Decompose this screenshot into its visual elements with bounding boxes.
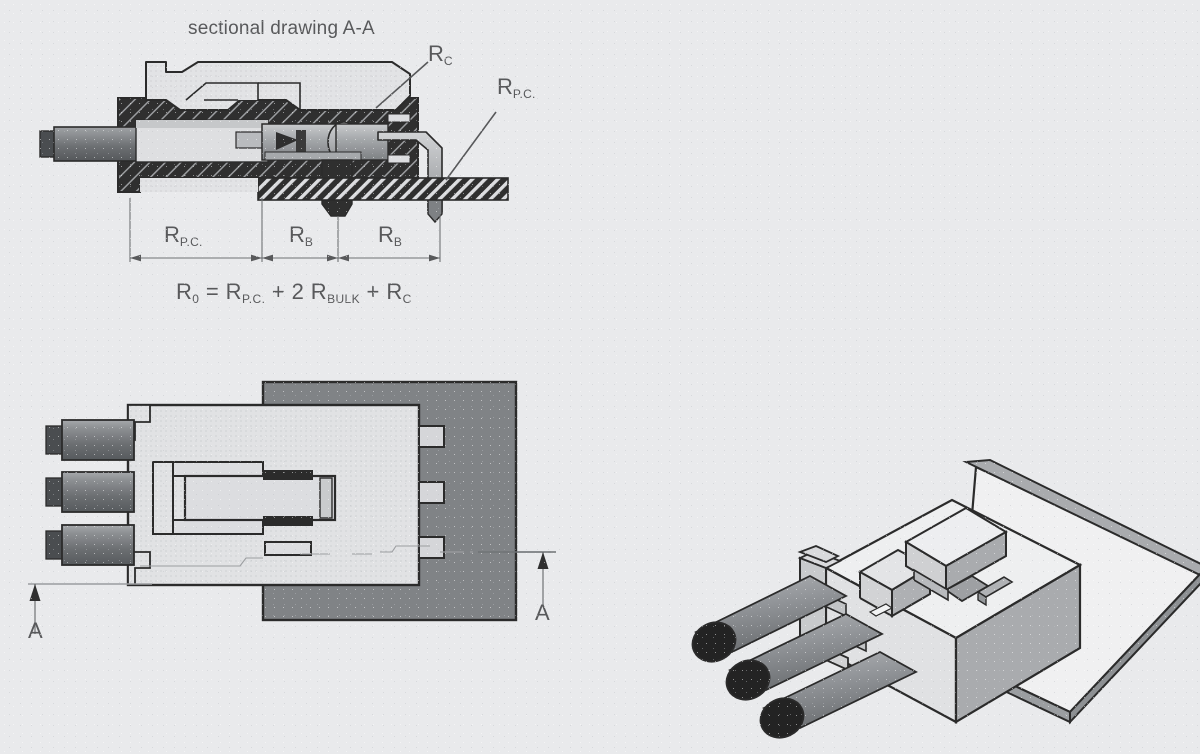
dim-rpc-base: R bbox=[164, 222, 180, 247]
dimension-lines-section bbox=[129, 198, 441, 262]
dim-rpc-sub: P.C. bbox=[179, 235, 203, 249]
section-view-graphic bbox=[39, 61, 509, 262]
plan-wire-3 bbox=[45, 524, 135, 566]
dimension-label-rpc: RP.C. bbox=[164, 222, 203, 249]
dim-rb1-base: R bbox=[289, 222, 305, 247]
section-marker-left: A bbox=[28, 618, 43, 643]
plan-solder-tabs bbox=[418, 425, 445, 559]
formula-r0-base: R bbox=[176, 279, 193, 304]
formula-rc-base: R bbox=[386, 279, 403, 304]
dimension-arrowheads-section bbox=[130, 254, 440, 262]
dimension-label-rb-1: RB bbox=[289, 222, 314, 249]
formula-equals: = bbox=[199, 279, 226, 304]
formula-rpc-sub: P.C. bbox=[241, 292, 266, 306]
shell-windows-section bbox=[387, 113, 411, 164]
iso-wire-1 bbox=[691, 574, 848, 663]
contact-crimp-section bbox=[135, 119, 281, 163]
isometric-view-graphic bbox=[691, 458, 1200, 739]
rc-sub: C bbox=[443, 54, 453, 68]
leader-label-rpc: RP.C. bbox=[497, 74, 536, 101]
formula-rbulk-sub: BULK bbox=[327, 292, 361, 306]
pcb-board-section bbox=[257, 177, 509, 201]
iso-wire-2 bbox=[725, 612, 884, 701]
formula-plus-2: + 2 bbox=[265, 279, 311, 304]
rpc-sub: P.C. bbox=[512, 87, 536, 101]
dimension-label-rb-2: RB bbox=[378, 222, 403, 249]
leader-lines-section bbox=[375, 61, 497, 181]
formula-plus: + bbox=[360, 279, 387, 304]
plan-wires bbox=[45, 419, 135, 566]
right-angle-pin-section bbox=[377, 131, 443, 224]
plan-wire-1 bbox=[45, 419, 135, 461]
rpc-base: R bbox=[497, 74, 513, 99]
plan-wire-2 bbox=[45, 471, 135, 513]
plan-latch-structure bbox=[152, 461, 337, 535]
socket-contact-section bbox=[261, 121, 389, 163]
formula-rc-sub: C bbox=[402, 292, 412, 306]
resistance-formula: R0 = RP.C. + 2 RBULK + RC bbox=[176, 279, 412, 306]
leader-label-rc: RC bbox=[428, 41, 453, 68]
formula-r0-sub: 0 bbox=[192, 292, 200, 306]
section-cut-line-right bbox=[478, 551, 556, 605]
plan-view-graphic bbox=[28, 380, 556, 634]
formula-rbulk-base: R bbox=[310, 279, 328, 304]
dim-rb2-sub: B bbox=[393, 235, 403, 249]
iso-wire-3 bbox=[759, 650, 918, 739]
latch-arm-section bbox=[145, 61, 411, 111]
section-marker-right: A bbox=[535, 600, 550, 625]
plan-hidden-lines bbox=[140, 545, 430, 567]
iso-latch bbox=[857, 506, 1014, 618]
section-view-title: sectional drawing A-A bbox=[188, 18, 375, 39]
plan-inner-tab bbox=[264, 541, 312, 556]
iso-wires bbox=[691, 574, 918, 739]
dim-rb2-base: R bbox=[378, 222, 394, 247]
rc-base: R bbox=[428, 41, 444, 66]
dim-rb1-sub: B bbox=[304, 235, 314, 249]
section-cut-line-left bbox=[28, 583, 152, 634]
formula-rpc-base: R bbox=[225, 279, 242, 304]
